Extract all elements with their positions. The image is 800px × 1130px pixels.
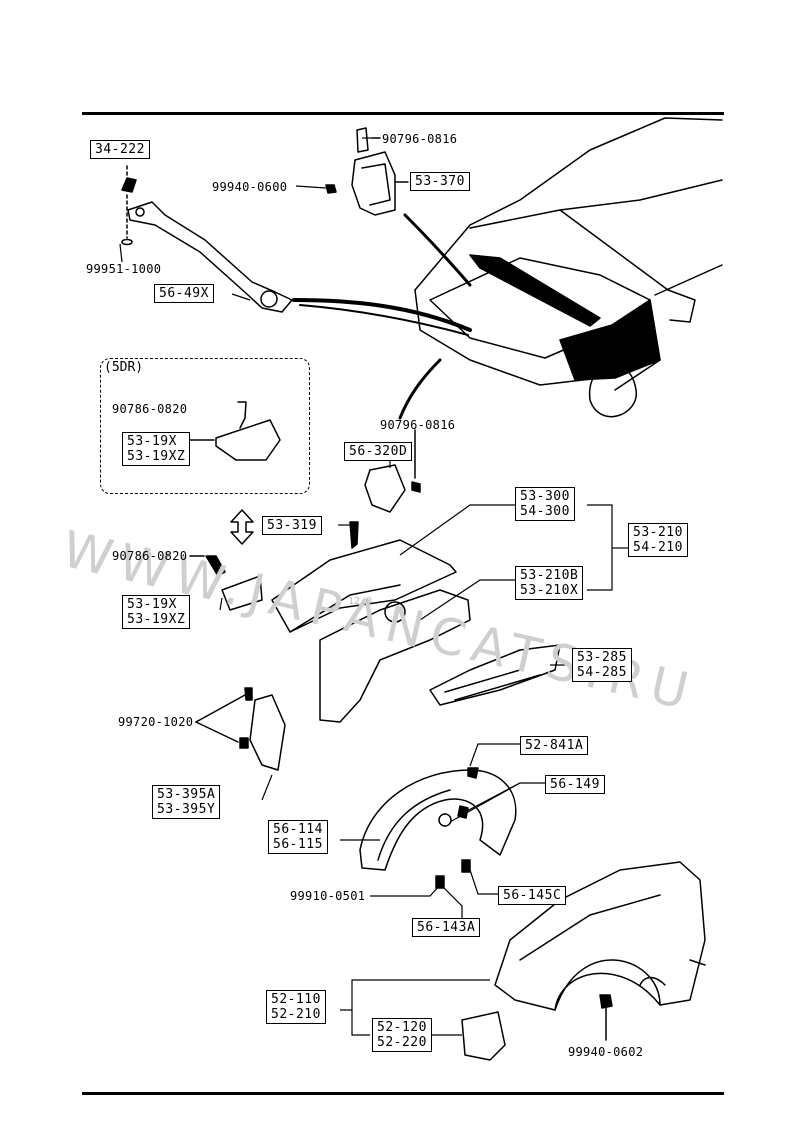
label-99940-0600: 99940-0600 [212,180,288,194]
label-90796-0816-mid: 90796-0816 [380,418,456,432]
top-rule [82,112,724,115]
front-frame-drawing [271,539,561,723]
box-53-319: 53-319 [262,516,322,535]
label-90786-0820: 90786-0820 [112,549,188,563]
wheel-liner-drawing [359,769,517,871]
label-99910-0501: 99910-0501 [290,889,366,903]
group-5dr-frame [100,358,310,494]
car-body-drawing [414,117,723,418]
box-56-149: 56-149 [545,775,605,794]
box-56-49x: 56-49X [154,284,214,303]
label-90796-0816-top: 90796-0816 [382,132,458,146]
box-56-145c: 56-145C [498,886,567,905]
leader-lines [119,137,628,1036]
front-fender-drawing [494,861,706,1011]
label-99951-1000: 99951-1000 [86,262,162,276]
stamp-text: 12.0 [348,596,373,607]
box-56-143a: 56-143A [412,918,481,937]
hood-latch-bracket-drawing [351,127,396,216]
bottom-rule [82,1092,724,1095]
box-56-320d: 56-320D [344,442,413,461]
fender-highlight-drawing [559,299,661,381]
label-99720-1020: 99720-1020 [118,715,194,729]
box-52-841a: 52-841A [520,736,589,755]
label-99940-0602: 99940-0602 [568,1045,644,1059]
box-53-370: 53-370 [410,172,470,191]
label-90786-0820-5dr: 90786-0820 [112,402,188,416]
group-5dr-label: (5DR) [104,360,144,375]
strut-bar-drawing [127,201,293,313]
box-34-222: 34-222 [90,140,150,159]
